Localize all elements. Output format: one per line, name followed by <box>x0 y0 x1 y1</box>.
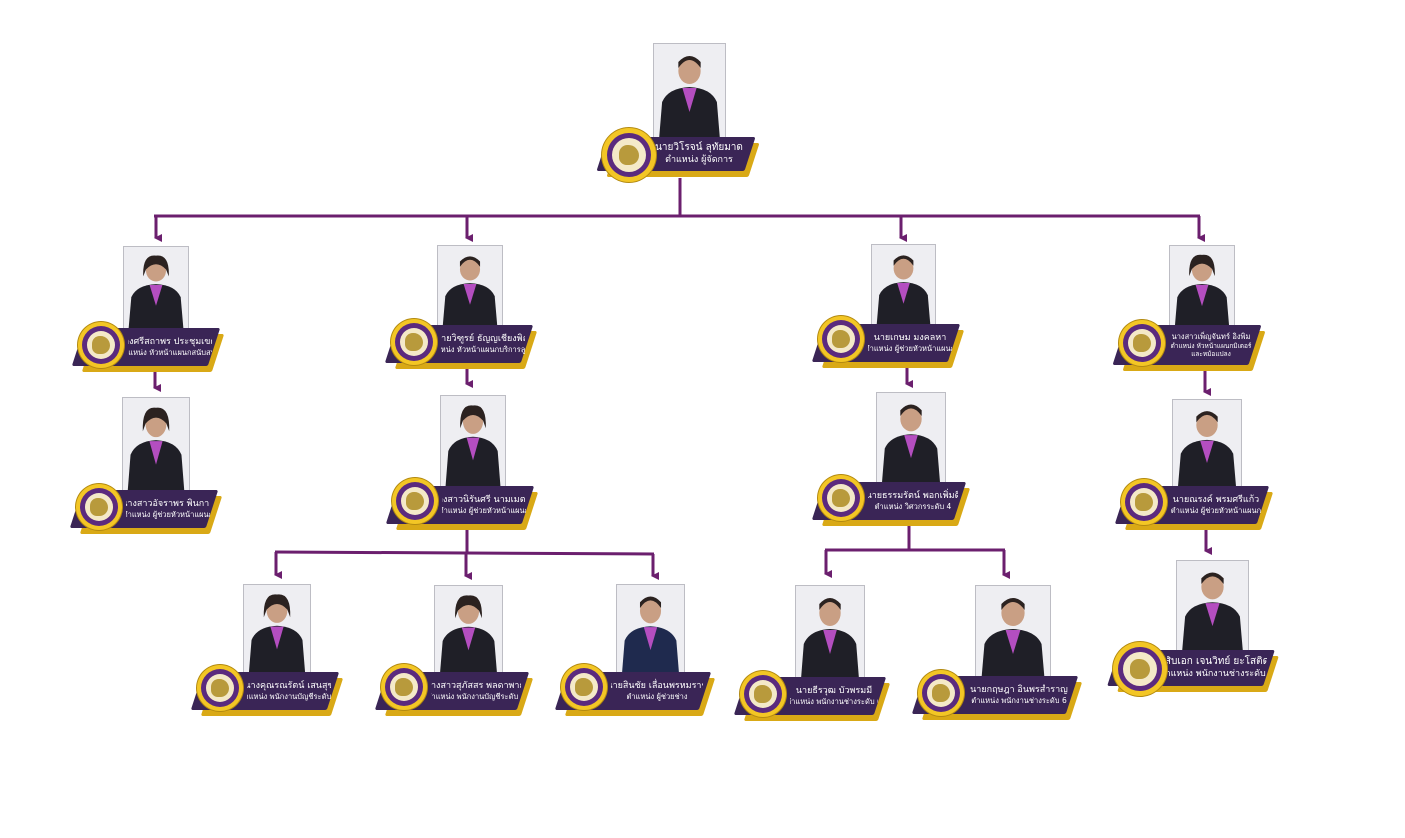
col1-staff-name: นางสาวอัจราพร พินกาล <box>126 498 210 509</box>
col2-head-position: ตำแหน่ง หัวหน้าแผนกบริการลูกค้า <box>441 344 525 354</box>
col3-asst-name: นายธรรมรัตน์ พอกเพิ่มดี <box>868 490 958 501</box>
col4-asst-nameplate: นายณรงค์ พรมศรีแก้วตำแหน่ง ผู้ช่วยหัวหน้… <box>1114 486 1274 530</box>
col4-head-photo <box>1169 245 1235 331</box>
col3-asst-photo <box>876 392 946 485</box>
org-seal-icon <box>918 670 964 716</box>
col1-staff-nameplate: นางสาวอัจราพร พินกาลตำแหน่ง ผู้ช่วยหัวหน… <box>69 490 223 534</box>
col1-staff-photo <box>122 397 190 492</box>
col2-asst-nameplate: นางสาวนิรันศรี นามเมตตรีตำแหน่ง ผู้ช่วยห… <box>385 486 539 530</box>
director-position: ตำแหน่ง ผู้จัดการ <box>665 154 733 165</box>
col3-head-position: ตำแหน่ง ผู้ช่วยหัวหน้าแผนก <box>868 343 952 353</box>
col2-asst-position: ตำแหน่ง ผู้ช่วยหัวหน้าแผนก <box>442 505 526 515</box>
director-photo <box>653 43 726 140</box>
col4-head-name: นางสาวเพ็ญจันทร์ อิงพิม <box>1171 332 1251 342</box>
col2-s3-photo <box>616 584 685 677</box>
col1-head-photo <box>123 246 189 330</box>
col2-head-photo <box>437 245 503 329</box>
col4-asst-name: นายณรงค์ พรมศรีแก้ว <box>1172 494 1260 505</box>
org-seal-icon <box>76 484 122 530</box>
col4-asst-photo <box>1172 399 1242 489</box>
col4-asst-position: ตำแหน่ง ผู้ช่วยหัวหน้าแผนก <box>1171 505 1261 515</box>
col3-asst-position: ตำแหน่ง วิศวกรระดับ 4 <box>874 501 952 511</box>
col3-s2-nameplate: นายกฤษฎา อินพรสำราญตำแหน่ง พนักงานช่างระ… <box>911 676 1083 720</box>
director-name: นายวิโรจน์ ลุทัยมาด <box>655 142 743 154</box>
col3-head-photo <box>871 244 936 328</box>
org-seal-icon <box>1121 479 1167 525</box>
org-seal-icon <box>391 319 437 365</box>
col4-staff-position: ตำแหน่ง พนักงานช่างระดับ 6 <box>1167 668 1267 679</box>
col2-s2-nameplate: นางสาวสุภัสสร พลดาพาญตำแหน่ง พนักงานบัญช… <box>374 672 534 716</box>
col3-s1-position: ตำแหน่ง พนักงานช่างระดับ 6 <box>790 696 878 706</box>
org-seal-icon <box>602 128 656 182</box>
org-seal-icon <box>818 316 864 362</box>
col2-s2-position: ตำแหน่ง พนักงานบัญชีระดับ 5 <box>431 691 521 701</box>
col2-s2-photo <box>434 585 503 677</box>
org-seal-icon <box>392 478 438 524</box>
col4-head-nameplate: นางสาวเพ็ญจันทร์ อิงพิมตำแหน่ง หัวหน้าแผ… <box>1112 325 1266 371</box>
col1-head-nameplate: นางศรีสถาพร ประชุมเขตต์ตำแหน่ง หัวหน้าแผ… <box>71 328 225 372</box>
col2-asst-photo <box>440 395 506 487</box>
col3-s1-name: นายธีรวุฒ บัวพรมมี <box>795 685 873 696</box>
col3-head-nameplate: นายเกษม มงคลหาตำแหน่ง ผู้ช่วยหัวหน้าแผนก <box>811 324 965 368</box>
col3-s2-position: ตำแหน่ง พนักงานช่างระดับ 6 <box>971 695 1067 705</box>
col3-asst-nameplate: นายธรรมรัตน์ พอกเพิ่มดีตำแหน่ง วิศวกรระด… <box>811 482 971 526</box>
org-seal-icon <box>561 664 607 710</box>
col4-head-position: ตำแหน่ง หัวหน้าแผนกมิเตอร์และหม้อแปลง <box>1170 341 1252 358</box>
col2-s1-nameplate: นางคุณรณรัตน์ เสนสุขตำแหน่ง พนักงานบัญชี… <box>190 672 344 716</box>
col2-s1-position: ตำแหน่ง พนักงานบัญชีระดับ 7 <box>247 691 331 701</box>
col2-asst-name: นางสาวนิรันศรี นามเมตตรี <box>442 494 526 505</box>
col2-head-name: นายวิฑูรย์ ธัญญเชียงพิณ <box>441 333 525 344</box>
col2-s3-name: นายสินชัย เลื่อนพรหมราช <box>611 680 703 691</box>
col4-staff-nameplate: สิบเอก เจนวิทย์ ยะโสติดตำแหน่ง พนักงานช่… <box>1107 650 1279 692</box>
org-seal-icon <box>818 475 864 521</box>
col3-head-name: นายเกษม มงคลหา <box>873 332 947 343</box>
col3-s2-photo <box>975 585 1051 682</box>
col3-s2-name: นายกฤษฎา อินพรสำราญ <box>970 684 1068 695</box>
org-seal-icon <box>1119 320 1165 366</box>
col2-s2-name: นางสาวสุภัสสร พลดาพาญ <box>431 680 521 691</box>
col2-s1-photo <box>243 584 311 676</box>
org-seal-icon <box>381 664 427 710</box>
col4-staff-name: สิบเอก เจนวิทย์ ยะโสติด <box>1167 656 1267 668</box>
col3-s1-photo <box>795 585 865 682</box>
org-seal-icon <box>740 671 786 717</box>
col3-s1-nameplate: นายธีรวุฒ บัวพรมมีตำแหน่ง พนักงานช่างระด… <box>733 677 891 721</box>
org-seal-icon <box>197 665 243 711</box>
org-seal-icon <box>78 322 124 368</box>
col1-staff-position: ตำแหน่ง ผู้ช่วยหัวหน้าแผนก <box>126 509 210 519</box>
director-nameplate: นายวิโรจน์ ลุทัยมาดตำแหน่ง ผู้จัดการ <box>596 137 760 177</box>
col2-s3-nameplate: นายสินชัย เลื่อนพรหมราชตำแหน่ง ผู้ช่วยช่… <box>554 672 716 716</box>
col1-head-name: นางศรีสถาพร ประชุมเขตต์ <box>128 336 212 347</box>
col2-s3-position: ตำแหน่ง ผู้ช่วยช่าง <box>626 691 688 701</box>
col1-head-position: ตำแหน่ง หัวหน้าแผนกสนับสนุน <box>128 347 212 357</box>
col2-head-nameplate: นายวิฑูรย์ ธัญญเชียงพิณตำแหน่ง หัวหน้าแผ… <box>384 325 538 369</box>
col2-s1-name: นางคุณรณรัตน์ เสนสุข <box>247 680 331 691</box>
col4-staff-photo <box>1176 560 1249 653</box>
org-seal-icon <box>1113 642 1167 696</box>
